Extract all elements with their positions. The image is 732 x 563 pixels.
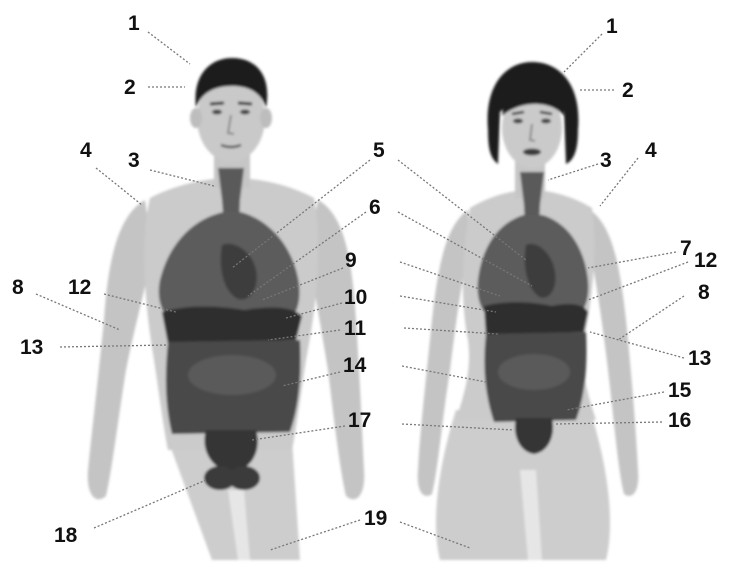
male-label-1: 1 [128, 13, 140, 34]
male-eye-right [240, 110, 250, 115]
male-label-13: 13 [20, 337, 43, 358]
male-label-6: 6 [369, 197, 381, 218]
female-intestine-loop [498, 354, 570, 390]
female-label-4: 4 [645, 140, 657, 161]
female-mouth [523, 149, 541, 156]
male-eye-left [212, 110, 222, 115]
male-label-18: 18 [54, 525, 77, 546]
female-label-1: 1 [606, 16, 618, 37]
male-label-3: 3 [128, 150, 140, 171]
male-liver [162, 307, 302, 345]
female-eye-right [541, 119, 551, 124]
male-label-14: 14 [343, 355, 366, 376]
male-label-12: 12 [68, 277, 91, 298]
female-label-2: 2 [622, 80, 634, 101]
male-label-5: 5 [373, 140, 385, 161]
male-label-9: 9 [345, 250, 357, 271]
female-label-15: 15 [668, 380, 691, 401]
female-label-12: 12 [694, 250, 717, 271]
male-label-4: 4 [80, 140, 92, 161]
male-label-8: 8 [12, 277, 24, 298]
female-label-16: 16 [668, 410, 691, 431]
male-intestine-loop [188, 355, 276, 395]
male-leader-1 [148, 32, 190, 64]
male-leader-3 [150, 170, 214, 186]
female-label-8: 8 [698, 282, 710, 303]
male-figure [88, 58, 365, 560]
male-label-10: 10 [344, 287, 367, 308]
male-label-11: 11 [344, 318, 366, 339]
female-eye-left [513, 119, 523, 124]
male-testes-2 [228, 466, 260, 490]
male-left-arm [88, 200, 152, 499]
female-liver [484, 302, 588, 336]
female-label-3: 3 [600, 150, 612, 171]
female-leader-1 [564, 34, 602, 72]
male-label-19: 19 [364, 508, 387, 529]
female-figure [418, 62, 639, 560]
male-leader-4 [96, 168, 142, 205]
female-label-13: 13 [688, 348, 711, 369]
male-ear-left [190, 108, 202, 128]
female-label-7: 7 [680, 238, 692, 259]
female-leader-8 [618, 296, 684, 340]
male-ear-right [260, 108, 272, 128]
male-label-2: 2 [124, 77, 136, 98]
female-leader-3 [548, 164, 598, 180]
male-label-17: 17 [348, 410, 371, 431]
